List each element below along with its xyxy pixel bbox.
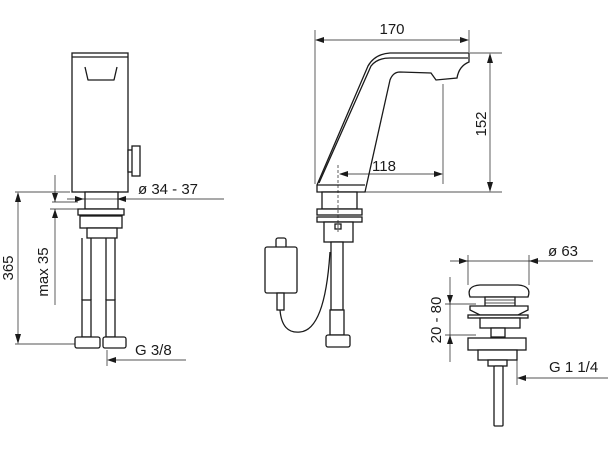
faucet-front-view [71, 52, 141, 349]
dimension-label-20-80: 20 - 80 [428, 297, 445, 344]
dimension-label-365: 365 [0, 255, 17, 280]
dimension-365: 365 [0, 191, 75, 345]
dimension-label-max-35: max 35 [35, 247, 52, 296]
dimension-152: 152 [365, 52, 502, 193]
dimension-label-hole: ø 34 - 37 [138, 181, 198, 198]
faucet-side-view [316, 52, 470, 348]
dimension-label-170: 170 [379, 21, 404, 38]
dimension-118: 118 [339, 84, 444, 184]
waste-valve [467, 284, 530, 427]
dimension-diameter-63: ø 63 [450, 243, 593, 285]
dimension-hole-diameter: ø 34 - 37 [67, 181, 224, 202]
dimension-g-3-8: G 3/8 [106, 342, 186, 366]
dimension-label-152: 152 [473, 111, 490, 136]
dimension-label-63: ø 63 [548, 243, 578, 260]
dimension-170: 170 [314, 21, 470, 184]
dimension-label-118: 118 [372, 158, 396, 175]
control-box [264, 237, 331, 333]
dimension-g-1-1-4: G 1 1/4 [516, 359, 608, 385]
dimension-label-g114: G 1 1/4 [549, 359, 598, 376]
dimension-max-35: max 35 [35, 175, 78, 305]
dimension-label-g38: G 3/8 [135, 342, 172, 359]
dimension-20-80: 20 - 80 [428, 277, 476, 362]
